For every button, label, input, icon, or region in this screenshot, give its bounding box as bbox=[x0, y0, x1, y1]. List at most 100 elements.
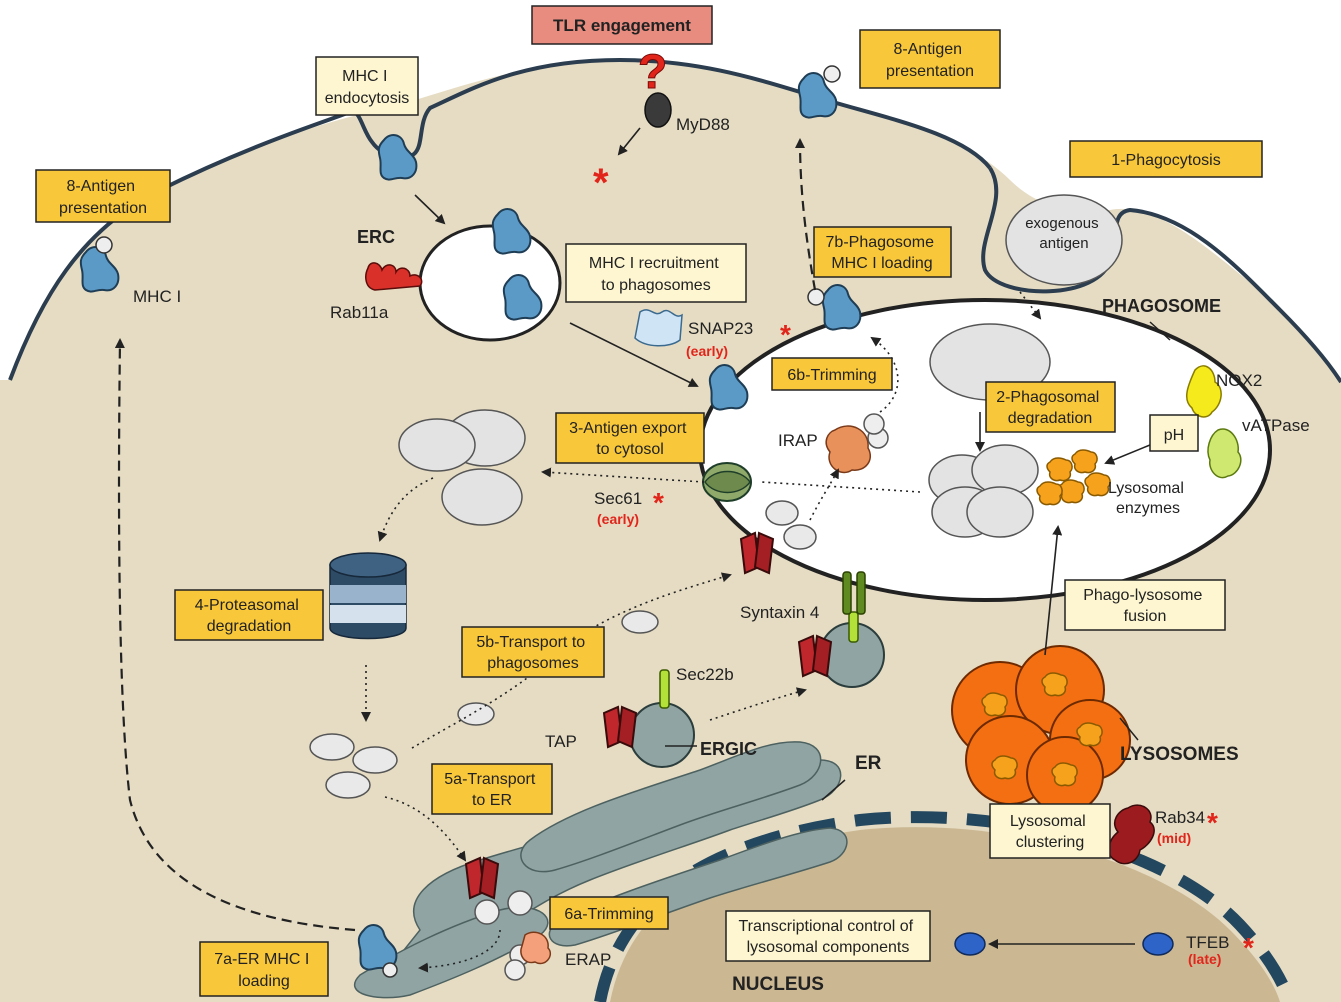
antigen-left-label-2: presentation bbox=[59, 200, 147, 217]
export-label-1: 3-Antigen export bbox=[569, 420, 687, 437]
ergic-label: ERGIC bbox=[700, 739, 757, 759]
rab34-protein bbox=[1108, 804, 1155, 865]
nox2-complex bbox=[1185, 365, 1222, 418]
cytosolic-peptides bbox=[309, 500, 817, 799]
exogenous-antigen bbox=[1005, 194, 1123, 286]
transcr-label-1: Transcriptional control of bbox=[738, 918, 913, 935]
antigen-left-label-1: 8-Antigen bbox=[67, 178, 136, 195]
transport-a-label-1: 5a-Transport bbox=[444, 771, 536, 788]
phago-lyso-label-1: Phago-lysosome bbox=[1083, 587, 1202, 604]
rab34-timing: (mid) bbox=[1157, 830, 1191, 846]
svg-text:8-Antigen presentation: 8-Antigen presentation bbox=[59, 178, 147, 217]
nox2-label: NOX2 bbox=[1216, 371, 1262, 390]
phago-loading-label-2: MHC I loading bbox=[831, 255, 932, 272]
cytosolic-antigen bbox=[398, 409, 526, 526]
tfeb-timing: (late) bbox=[1188, 951, 1221, 967]
svg-text:Phago-lysosome fusion: Phago-lysosome fusion bbox=[1083, 587, 1207, 625]
sec61-timing: (early) bbox=[597, 511, 639, 527]
svg-text:MHC I endocytosis: MHC I endocytosis bbox=[325, 68, 410, 107]
phagocytosis-label: 1-Phagocytosis bbox=[1111, 152, 1220, 169]
er-loading-label-1: 7a-ER MHC I bbox=[214, 951, 309, 968]
exogenous-label-2: antigen bbox=[1039, 235, 1088, 252]
arrows bbox=[114, 127, 1135, 973]
svg-text:5b-Transport to phagosom: 5b-Transport to phagosomes bbox=[476, 634, 589, 672]
svg-text:exogenous antigen: exogenous antigen bbox=[1025, 215, 1103, 252]
export-label-2: to cytosol bbox=[596, 441, 664, 458]
lysosomal-enzymes-label-1: Lysosomal bbox=[1108, 480, 1184, 497]
syntaxin4-vesicle bbox=[798, 571, 885, 688]
svg-text:5a-Transport to ER: 5a-Transport to ER bbox=[444, 771, 539, 809]
lysosome-cluster bbox=[951, 645, 1131, 814]
phago-loading-label-1: 7b-Phagosome bbox=[826, 234, 935, 251]
lys-cluster-label-2: clustering bbox=[1016, 834, 1084, 851]
transcr-label-2: lysosomal components bbox=[747, 939, 910, 956]
lysosomes-label: LYSOSOMES bbox=[1120, 744, 1239, 765]
vatpase-complex bbox=[1207, 428, 1242, 479]
mhc1-label: MHC I bbox=[133, 287, 181, 306]
irap-protein bbox=[825, 425, 872, 474]
irap-label: IRAP bbox=[778, 431, 818, 450]
rab34-star: * bbox=[1207, 807, 1218, 838]
lys-cluster-label-1: Lysosomal bbox=[1010, 813, 1086, 830]
myd88-protein bbox=[644, 92, 672, 128]
transport-a-label-2: to ER bbox=[472, 792, 512, 809]
ergic-vesicle bbox=[603, 669, 695, 768]
degraded-antigen-fragments bbox=[928, 444, 1039, 538]
sec22b-label: Sec22b bbox=[676, 665, 734, 684]
svg-text:8-Antigen presentation: 8-Antigen presentation bbox=[886, 41, 974, 80]
svg-text:3-Antigen export to cyto: 3-Antigen export to cytosol bbox=[569, 420, 691, 458]
erap-label: ERAP bbox=[565, 950, 611, 969]
svg-text:Lysosomal clustering: Lysosomal clustering bbox=[1010, 813, 1090, 851]
antigen-top-label-2: presentation bbox=[886, 63, 974, 80]
tfeb-star: * bbox=[1243, 932, 1254, 963]
question-mark: ? bbox=[638, 46, 667, 99]
svg-text:MHC I recruitment to pha: MHC I recruitment to phagosomes bbox=[589, 255, 723, 294]
prot-degr-label-2: degradation bbox=[207, 618, 292, 635]
lysosomal-enzymes-label-2: enzymes bbox=[1116, 500, 1180, 517]
snap23-protein bbox=[634, 309, 683, 347]
myd88-label: MyD88 bbox=[676, 115, 730, 134]
erc-label: ERC bbox=[357, 227, 395, 247]
tfeb-nucleus bbox=[954, 932, 986, 956]
exogenous-label-1: exogenous bbox=[1025, 215, 1098, 232]
tfeb-label: TFEB bbox=[1186, 933, 1229, 952]
er-loading-label-2: loading bbox=[238, 973, 290, 990]
phago-degr-label-2: degradation bbox=[1008, 410, 1093, 427]
tfeb-cytosol bbox=[1142, 932, 1174, 956]
mhc-endo-label-2: endocytosis bbox=[325, 90, 410, 107]
sec61-label: Sec61 bbox=[594, 489, 642, 508]
svg-text:Lysosomal enzymes: Lysosomal enzymes bbox=[1108, 480, 1188, 517]
erc-compartment bbox=[418, 224, 562, 342]
mhc-recruit-label-2: to phagosomes bbox=[601, 277, 710, 294]
proteasome bbox=[329, 552, 407, 640]
ph-box bbox=[1149, 414, 1199, 452]
snap23-timing: (early) bbox=[686, 343, 728, 359]
transport-b-label-2: phagosomes bbox=[487, 655, 579, 672]
label-boxes: TLR engagement MHC I endocytosis 8-Antig… bbox=[35, 5, 1263, 997]
svg-text:7b-Phagosome MHC I loadi: 7b-Phagosome MHC I loading bbox=[826, 234, 939, 272]
er-label: ER bbox=[855, 753, 882, 774]
snap23-label: SNAP23 bbox=[688, 319, 753, 338]
rab11a-protein bbox=[365, 262, 423, 291]
vatpase-label: vATPase bbox=[1242, 416, 1310, 435]
ph-label: pH bbox=[1164, 427, 1184, 444]
phago-degr-label-1: 2-Phagosomal bbox=[996, 389, 1099, 406]
tap-label: TAP bbox=[545, 732, 577, 751]
trimming-b-label: 6b-Trimming bbox=[787, 367, 876, 384]
svg-text:2-Phagosomal degradation: 2-Phagosomal degradation bbox=[996, 389, 1104, 427]
myd88-star: * bbox=[593, 161, 609, 205]
tlr-label: TLR engagement bbox=[553, 16, 691, 35]
mhc-recruit-label-1: MHC I recruitment bbox=[589, 255, 719, 272]
svg-text:7a-ER MHC I loading: 7a-ER MHC I loading bbox=[214, 951, 314, 990]
syntaxin4-label: Syntaxin 4 bbox=[740, 603, 819, 622]
svg-text:Transcriptional control of: Transcriptional control of lysosomal com… bbox=[738, 918, 917, 956]
mhc-endo-label-1: MHC I bbox=[342, 68, 387, 85]
sec61-channel bbox=[702, 462, 752, 502]
phagosome-label: PHAGOSOME bbox=[1102, 296, 1221, 316]
antigen-top-label-1: 8-Antigen bbox=[894, 41, 963, 58]
transport-b-label-1: 5b-Transport to bbox=[476, 634, 585, 651]
rab11a-label: Rab11a bbox=[330, 303, 389, 322]
prot-degr-label-1: 4-Proteasomal bbox=[195, 597, 299, 614]
nucleus-label: NUCLEUS bbox=[732, 974, 824, 995]
